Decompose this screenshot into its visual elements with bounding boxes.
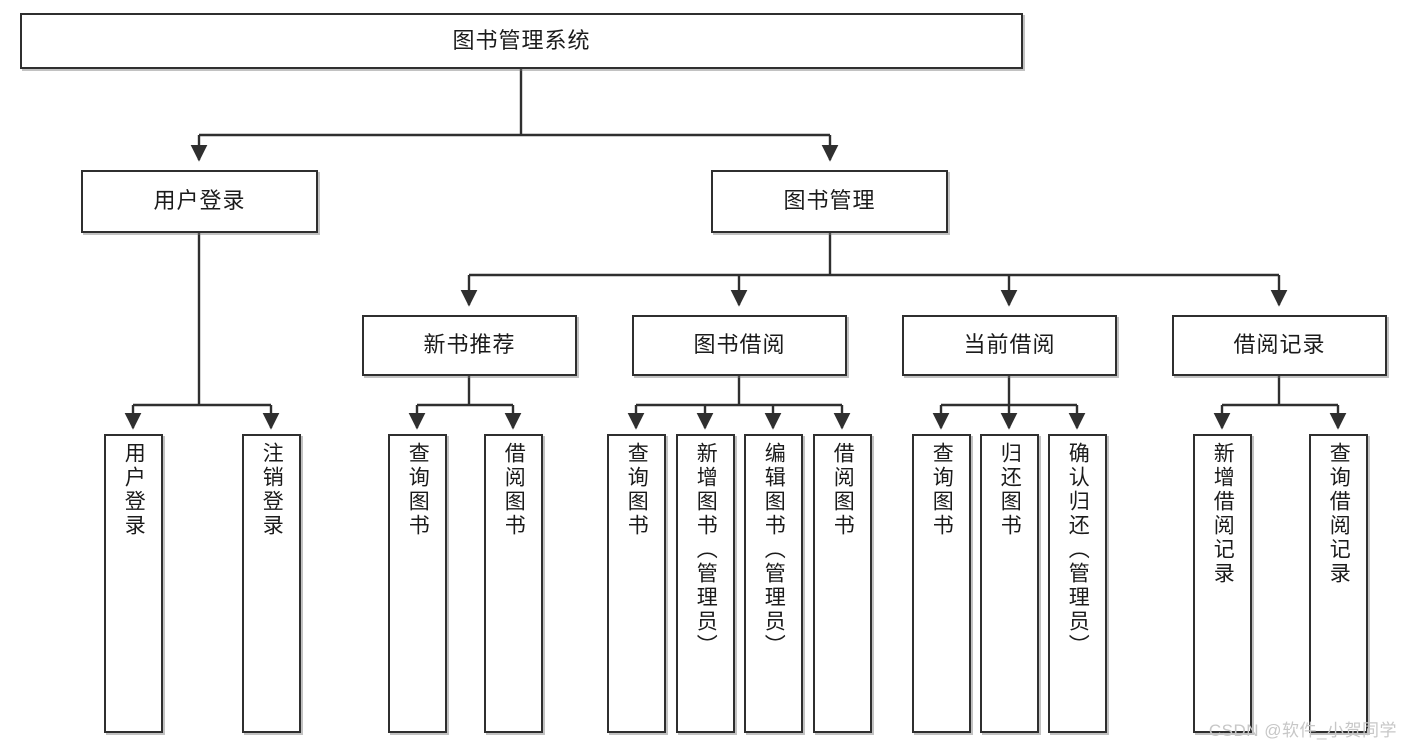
node-leaf-edit-book-label: 编辑图书（管理员） [762,442,786,658]
node-leaf-query-book-recommend[interactable]: 查询图书 [388,434,447,733]
node-borrow-record[interactable]: 借阅记录 [1172,315,1387,376]
node-leaf-user-login-label: 用户登录 [122,442,146,538]
node-leaf-add-book[interactable]: 新增图书（管理员） [676,434,735,733]
node-leaf-query-book-borrow-label: 查询图书 [625,442,649,538]
node-leaf-borrow-book-recommend-label: 借阅图书 [502,442,526,538]
csdn-watermark: CSDN @软件_小贺同学 [1208,721,1397,740]
node-leaf-borrow-book[interactable]: 借阅图书 [813,434,872,733]
node-user-login[interactable]: 用户登录 [81,170,318,233]
node-leaf-query-book-recommend-label: 查询图书 [406,442,430,538]
node-leaf-confirm-return-label: 确认归还（管理员） [1066,442,1090,658]
node-leaf-query-book-current[interactable]: 查询图书 [912,434,971,733]
node-root-label: 图书管理系统 [452,27,591,53]
node-book-management-label: 图书管理 [783,188,876,214]
node-leaf-logout-label: 注销登录 [260,442,284,538]
node-leaf-query-borrow-record[interactable]: 查询借阅记录 [1309,434,1368,733]
node-leaf-confirm-return[interactable]: 确认归还（管理员） [1048,434,1107,733]
node-root[interactable]: 图书管理系统 [20,13,1023,69]
node-leaf-query-book-current-label: 查询图书 [930,442,954,538]
node-leaf-add-borrow-record[interactable]: 新增借阅记录 [1193,434,1252,733]
node-book-management[interactable]: 图书管理 [711,170,948,233]
node-leaf-edit-book[interactable]: 编辑图书（管理员） [744,434,803,733]
node-leaf-query-borrow-record-label: 查询借阅记录 [1327,442,1351,586]
node-book-borrow[interactable]: 图书借阅 [632,315,847,376]
node-leaf-return-book-label: 归还图书 [998,442,1022,538]
node-borrow-record-label: 借阅记录 [1233,332,1326,358]
node-leaf-user-login[interactable]: 用户登录 [104,434,163,733]
node-new-book-recommend-label: 新书推荐 [423,332,516,358]
node-leaf-add-book-label: 新增图书（管理员） [694,442,718,658]
node-leaf-add-borrow-record-label: 新增借阅记录 [1211,442,1235,586]
node-current-borrow[interactable]: 当前借阅 [902,315,1117,376]
node-current-borrow-label: 当前借阅 [963,332,1056,358]
node-book-borrow-label: 图书借阅 [693,332,786,358]
node-new-book-recommend[interactable]: 新书推荐 [362,315,577,376]
node-leaf-logout[interactable]: 注销登录 [242,434,301,733]
node-leaf-borrow-book-label: 借阅图书 [831,442,855,538]
node-leaf-borrow-book-recommend[interactable]: 借阅图书 [484,434,543,733]
node-user-login-label: 用户登录 [153,188,246,214]
node-leaf-query-book-borrow[interactable]: 查询图书 [607,434,666,733]
node-leaf-return-book[interactable]: 归还图书 [980,434,1039,733]
